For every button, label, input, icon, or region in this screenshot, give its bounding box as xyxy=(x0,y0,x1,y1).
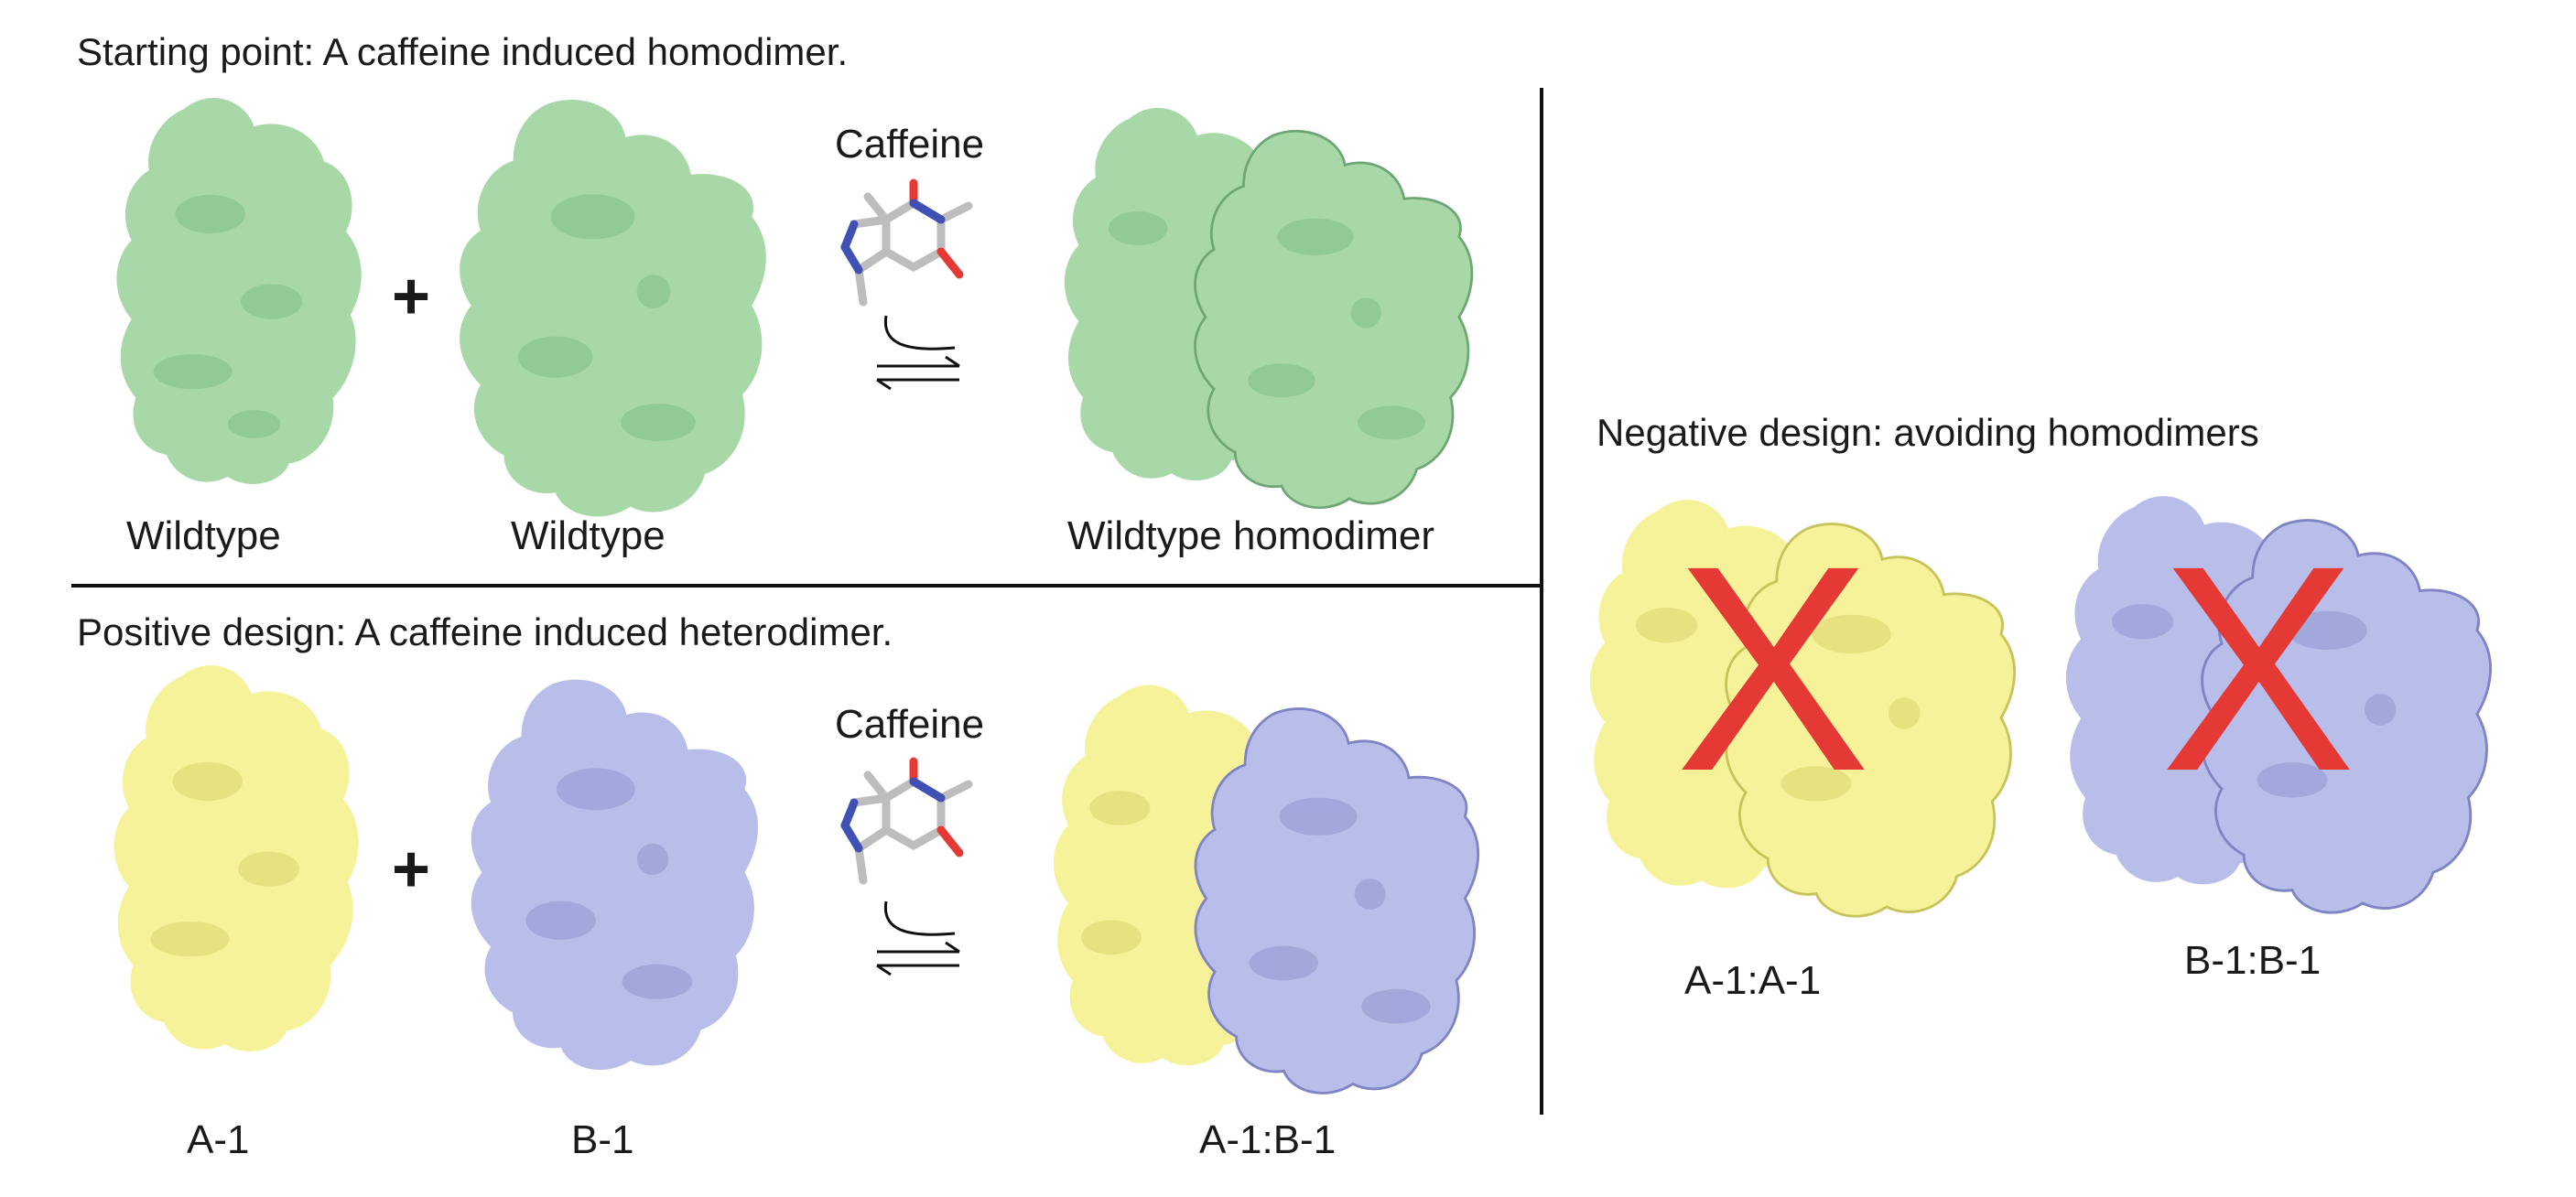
label-b1-b1: B-1:B-1 xyxy=(2184,938,2322,983)
label-a1-b1: A-1:B-1 xyxy=(1199,1117,1337,1162)
label-wildtype-homodimer: Wildtype homodimer xyxy=(1067,513,1435,558)
protein-a1 xyxy=(114,665,359,1051)
caffeine-label-top: Caffeine xyxy=(835,122,985,167)
cross-mark-b1-b1: X xyxy=(2160,504,2356,832)
wildtype-protein-1 xyxy=(116,98,362,484)
equilibrium-arrows-top xyxy=(876,315,960,391)
homodimer-a1-a1 xyxy=(1589,500,2017,918)
protein-b1 xyxy=(471,679,759,1071)
homodimer-b1-b1 xyxy=(2065,496,2493,914)
cross-mark-a1-a1: X xyxy=(1675,504,1871,832)
equilibrium-arrows-bottom xyxy=(876,900,960,976)
wildtype-homodimer xyxy=(1064,107,1474,510)
label-wildtype-1: Wildtype xyxy=(126,513,281,558)
plus-sign-top: + xyxy=(392,260,431,333)
vertical-divider xyxy=(1540,88,1543,1115)
horizontal-divider xyxy=(71,584,1542,588)
plus-sign-bottom: + xyxy=(392,833,431,906)
caffeine-label-bottom: Caffeine xyxy=(835,702,985,747)
caffeine-molecule-bottom xyxy=(839,757,973,885)
right-section-title: Negative design: avoiding homodimers xyxy=(1596,411,2259,454)
label-b1: B-1 xyxy=(571,1117,634,1162)
label-wildtype-2: Wildtype xyxy=(511,513,666,558)
heterodimer-a1-b1 xyxy=(1053,685,1480,1095)
label-a1: A-1 xyxy=(187,1117,250,1162)
caffeine-molecule-top xyxy=(839,178,973,307)
wildtype-protein-2 xyxy=(460,100,766,517)
label-a1-a1: A-1:A-1 xyxy=(1684,958,1822,1003)
top-section-title: Starting point: A caffeine induced homod… xyxy=(77,30,849,73)
bottom-section-title: Positive design: A caffeine induced hete… xyxy=(77,610,893,653)
